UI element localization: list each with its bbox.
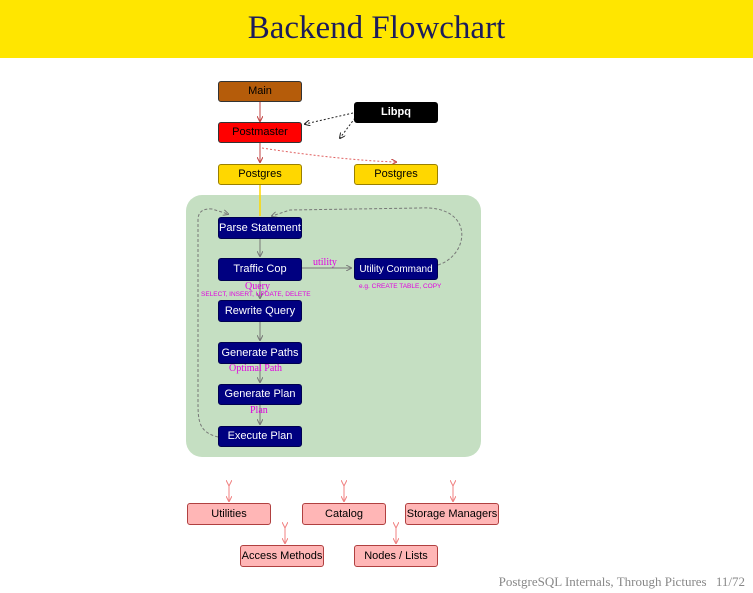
main-node: Main xyxy=(218,81,302,102)
title-bar xyxy=(0,0,753,58)
rewrite-query-node: Rewrite Query xyxy=(218,300,302,322)
utility-command-node: Utility Command xyxy=(354,258,438,280)
access-methods-node: Access Methods xyxy=(240,545,324,567)
footer-text: PostgreSQL Internals, Through Pictures xyxy=(498,574,707,589)
catalog-node: Catalog xyxy=(302,503,386,525)
utilities-node: Utilities xyxy=(187,503,271,525)
generate-plan-node: Generate Plan xyxy=(218,384,302,405)
optimal-path-edge-label: Optimal Path xyxy=(229,363,283,374)
parse-statement-node: Parse Statement xyxy=(218,217,302,239)
storage-managers-node: Storage Managers xyxy=(405,503,499,525)
query-edge-label: Query xyxy=(245,281,270,292)
libpq-node: Libpq xyxy=(354,102,438,123)
execute-plan-node: Execute Plan xyxy=(218,426,302,447)
footer: PostgreSQL Internals, Through Pictures 1… xyxy=(499,574,745,590)
slide-title: Backend Flowchart xyxy=(247,10,506,46)
postgres-node: Postgres xyxy=(218,164,302,185)
traffic-cop-node: Traffic Cop xyxy=(218,258,302,281)
page-number: 11/72 xyxy=(715,574,745,589)
postmaster-node: Postmaster xyxy=(218,122,302,143)
utility-edge-label: utility xyxy=(313,257,337,268)
nodes-lists-node: Nodes / Lists xyxy=(354,545,438,567)
postgres-node-secondary: Postgres xyxy=(354,164,438,185)
utility-examples-label: e.g. CREATE TABLE, COPY xyxy=(359,283,442,290)
plan-edge-label: Plan xyxy=(250,405,268,416)
query-examples-label: SELECT, INSERT, UPDATE, DELETE xyxy=(201,291,311,298)
generate-paths-node: Generate Paths xyxy=(218,342,302,364)
